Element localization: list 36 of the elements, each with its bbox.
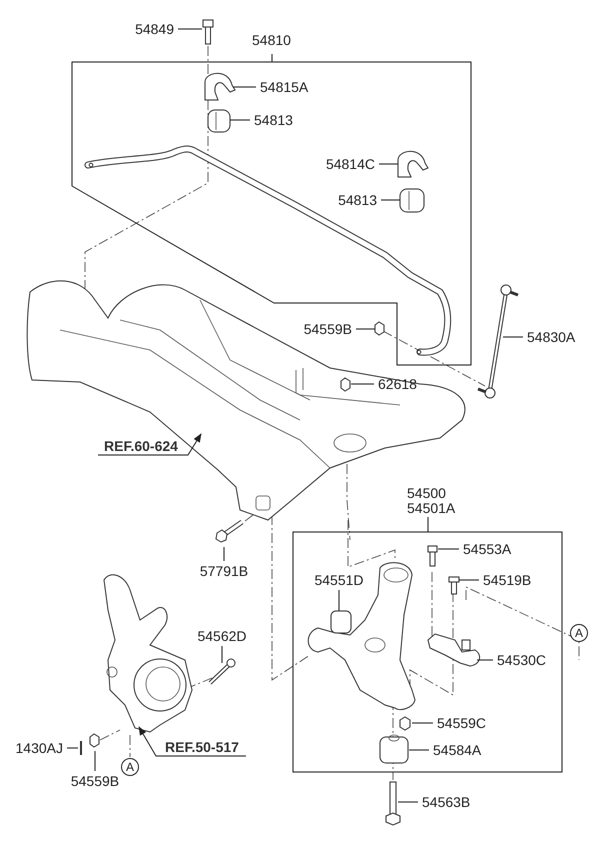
part-number: 54813 (338, 192, 377, 208)
part-number: 54553A (463, 541, 512, 557)
leader-line (356, 328, 376, 330)
part-number: 54559B (304, 321, 352, 337)
leader-line (338, 590, 340, 612)
part-number: 54530C (497, 652, 546, 668)
leader-line (178, 28, 202, 30)
part-number: 54519B (483, 572, 532, 588)
leader-line (94, 750, 96, 772)
part-number: 54562D (197, 628, 247, 644)
reference-label: REF.60-624 (104, 438, 178, 454)
part-number: 54563B (422, 794, 470, 810)
part-number: 54559B (70, 773, 120, 789)
part-number: 54814C (326, 156, 375, 172)
reference-circle: A (570, 624, 588, 642)
part-number: 1430AJ (16, 740, 63, 756)
part-number: 54849 (135, 21, 174, 37)
part-number: 54551D (314, 572, 364, 588)
reference-arrow (138, 726, 246, 756)
part-number: 54501A (407, 501, 456, 516)
part-number: 54813 (254, 112, 293, 128)
part-number: 54810 (252, 33, 291, 48)
part-number: 54815A (260, 79, 308, 95)
leader-line (412, 722, 434, 724)
part-number: 54559C (437, 715, 486, 731)
leader-line (232, 86, 256, 88)
part-number: 54500 (407, 486, 446, 501)
part-number: 57791B (200, 563, 248, 579)
leader-line (502, 336, 524, 338)
leader-line (438, 548, 460, 550)
reference-label: REF.50-517 (165, 739, 239, 755)
part-number: 54584A (433, 742, 482, 758)
reference-circle: A (121, 758, 139, 776)
reference-arrow (98, 433, 202, 456)
part-number: 62618 (378, 376, 417, 392)
part-number: 54830A (527, 329, 576, 345)
